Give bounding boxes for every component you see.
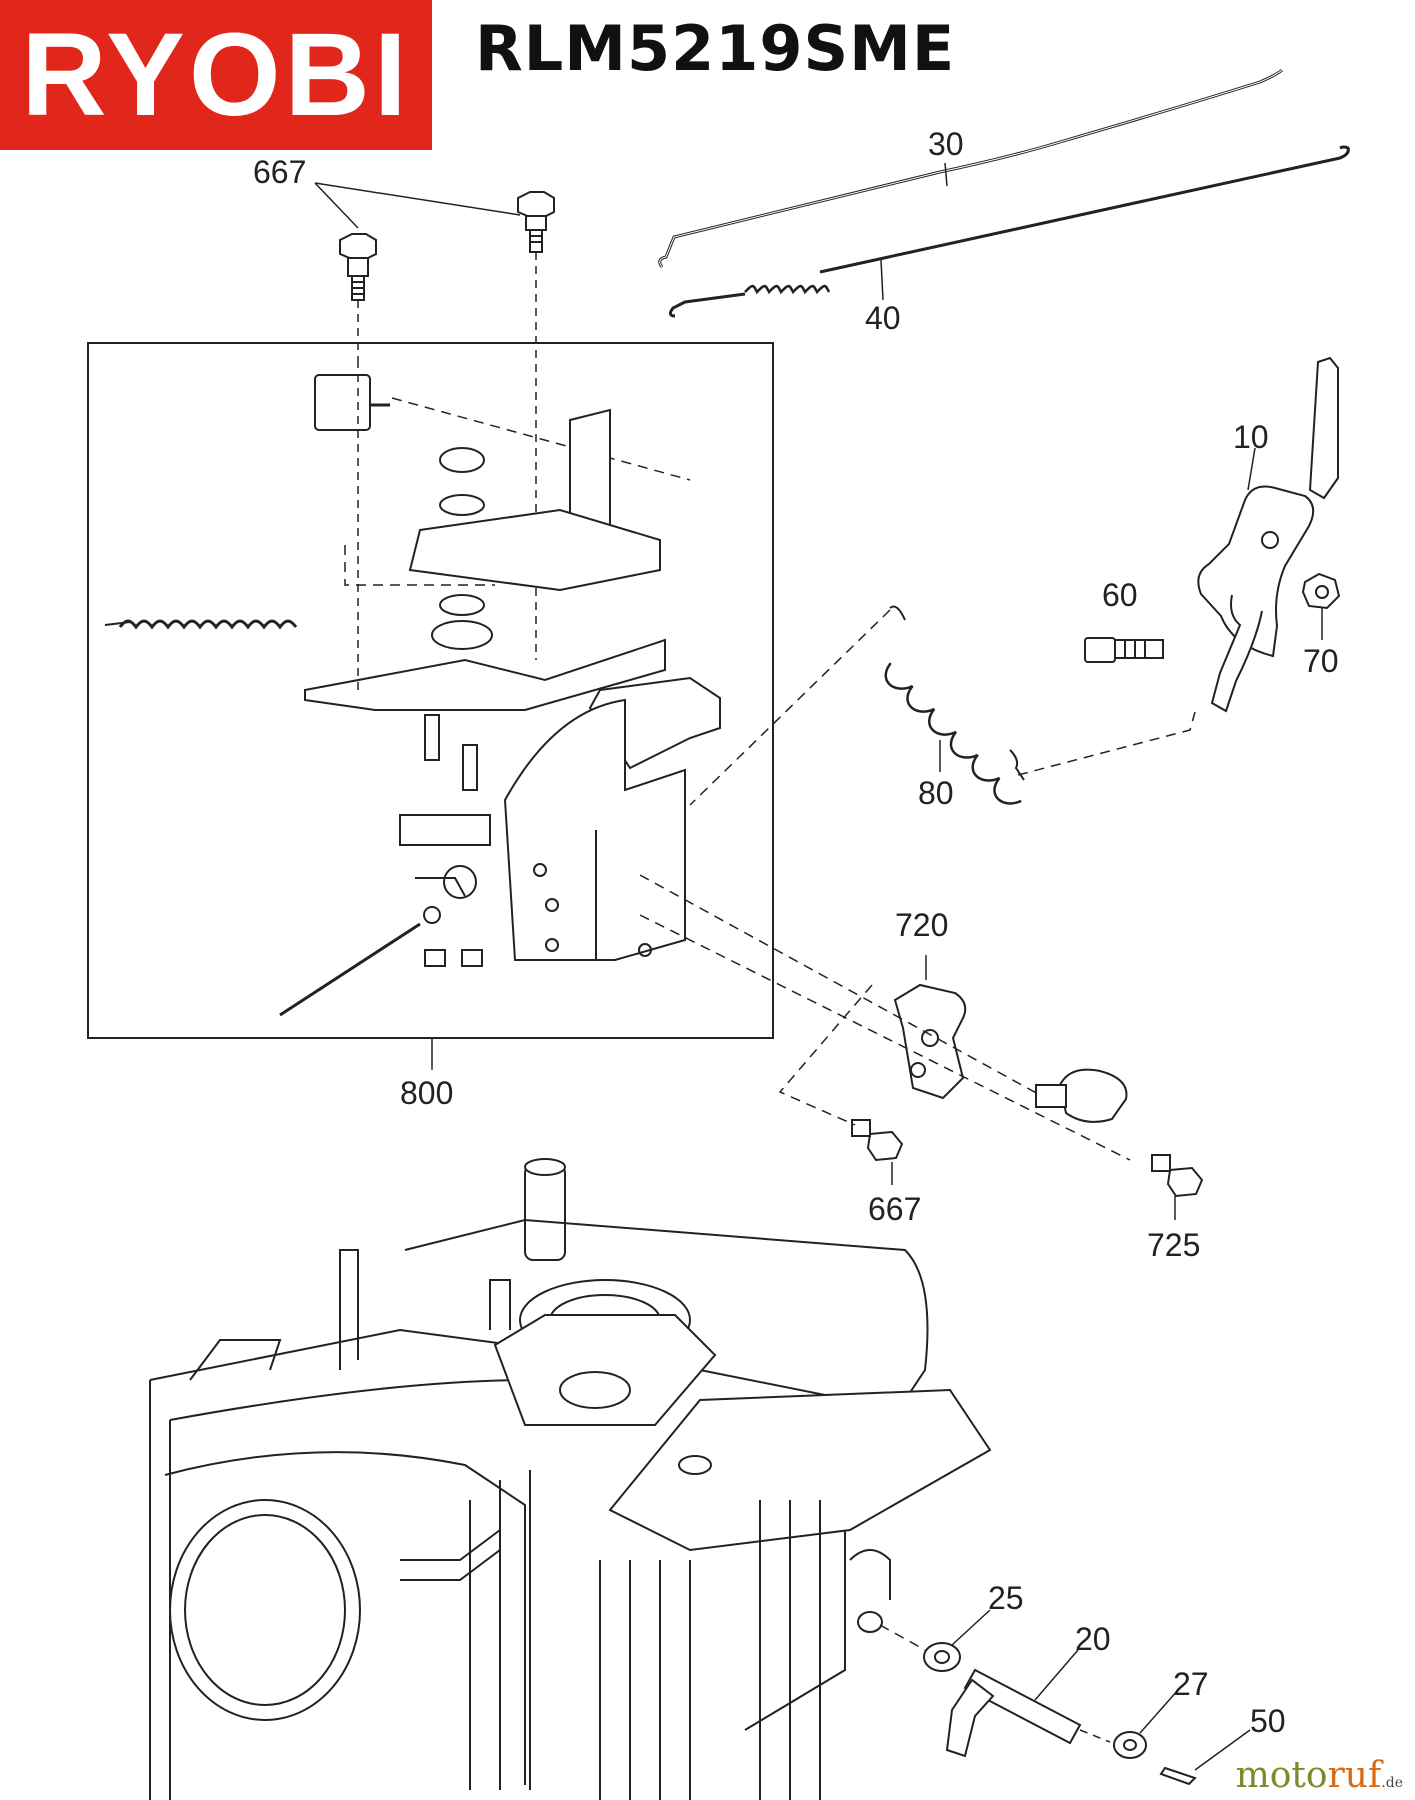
part-label-30: 30 <box>928 126 964 162</box>
nut-70 <box>1301 572 1341 640</box>
leader-667-top <box>314 182 521 229</box>
part-label-25: 25 <box>988 1580 1024 1616</box>
bolt-667-lower <box>778 984 904 1185</box>
model-title: RLM5219SME <box>475 12 956 85</box>
ryobi-logo: RYOBI <box>0 0 432 150</box>
bolt-725 <box>1151 1154 1204 1220</box>
part-label-50: 50 <box>1250 1703 1286 1739</box>
part-label-10: 10 <box>1233 419 1269 455</box>
part-label-720: 720 <box>895 907 949 943</box>
pin-50 <box>1159 1729 1251 1786</box>
bracket-720 <box>639 874 1131 1161</box>
washer-27 <box>1079 1689 1179 1759</box>
part-label-80: 80 <box>918 775 954 811</box>
spring-80 <box>689 605 1196 806</box>
bolt-667-left <box>339 233 377 360</box>
part-label-800: 800 <box>400 1075 454 1111</box>
part-label-725: 725 <box>1147 1227 1201 1263</box>
assembly-800-box <box>87 342 774 1039</box>
watermark-part1: moto <box>1235 1755 1328 1796</box>
lever-10 <box>1197 356 1339 713</box>
ryobi-logo-text: RYOBI <box>21 9 411 141</box>
rod-30 <box>658 68 1284 268</box>
part-label-40: 40 <box>865 300 901 336</box>
watermark-suffix: .de <box>1381 1775 1403 1791</box>
part-label-70: 70 <box>1303 643 1339 679</box>
rod-40 <box>668 145 1350 318</box>
motoruf-watermark: motoruf.de <box>1236 1758 1403 1794</box>
bolt-667-right <box>517 191 555 660</box>
part-label-667-lower: 667 <box>868 1191 922 1227</box>
washer-25 <box>923 1609 991 1672</box>
bolt-60 <box>1084 637 1164 663</box>
assembly-800-parts <box>104 360 721 1017</box>
part-label-667-top: 667 <box>253 154 307 190</box>
shaft-20 <box>945 1649 1082 1758</box>
part-label-27: 27 <box>1173 1666 1209 1702</box>
part-label-20: 20 <box>1075 1621 1111 1657</box>
engine-block <box>149 1158 992 1800</box>
part-label-60: 60 <box>1102 577 1138 613</box>
watermark-part2: ruf <box>1327 1755 1382 1796</box>
